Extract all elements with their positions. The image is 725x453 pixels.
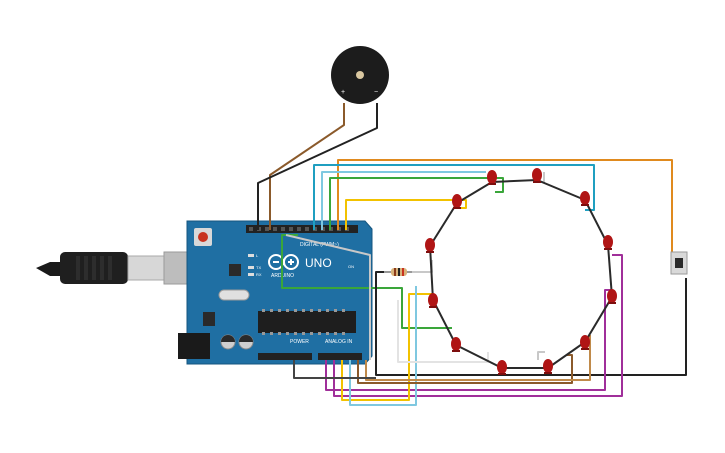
wire-purple-2[interactable] [333, 254, 623, 397]
wire-grey-inner[interactable] [537, 351, 545, 360]
board-model: UNO [305, 256, 332, 270]
led[interactable] [428, 293, 438, 308]
tx-label: TX [256, 265, 261, 270]
usb-chip [229, 264, 241, 276]
atmega-chip [258, 311, 356, 333]
led[interactable] [543, 359, 553, 374]
wire-grey-board[interactable] [285, 234, 371, 360]
led[interactable] [452, 194, 462, 209]
led[interactable] [425, 238, 435, 253]
wire-buzzer-plus[interactable] [269, 103, 345, 230]
wire-grey-box[interactable] [397, 300, 489, 363]
wire-purple-1[interactable] [325, 289, 612, 391]
wire-green-lower[interactable] [281, 234, 452, 329]
analog-header[interactable] [318, 353, 362, 360]
wire-brown-low[interactable] [357, 354, 573, 384]
pushbutton[interactable] [670, 251, 688, 275]
led[interactable] [580, 335, 590, 350]
led-l-label: L [256, 253, 259, 258]
wire-orange-low[interactable] [365, 335, 591, 381]
capacitor-icon [220, 334, 236, 350]
wire-buzzer-minus[interactable] [257, 103, 378, 230]
led[interactable] [497, 360, 507, 375]
resistor[interactable] [384, 268, 412, 276]
power-jack [178, 333, 210, 359]
wire-yellow[interactable] [345, 199, 467, 230]
digital-header[interactable] [246, 225, 358, 233]
led[interactable] [451, 337, 461, 352]
wire-light-blue[interactable] [321, 171, 486, 230]
analog-label: ANALOG IN [325, 339, 353, 345]
wire-orange[interactable] [337, 159, 673, 252]
arduino-uno-board[interactable]: DIGITAL (PWM~) UNO ARDUINO L TX RX ON [178, 220, 373, 365]
power-header[interactable] [258, 353, 312, 360]
crystal [218, 289, 250, 301]
wire-green-top[interactable] [329, 177, 504, 230]
led[interactable] [603, 235, 613, 250]
piezo-buzzer[interactable]: + − [331, 46, 389, 104]
capacitor-icon [238, 334, 254, 350]
buzzer-minus-label: − [374, 89, 378, 96]
led[interactable] [532, 168, 542, 183]
digital-label: DIGITAL (PWM~) [300, 242, 339, 248]
voltage-regulator [203, 312, 215, 326]
on-label: ON [348, 264, 354, 269]
wire-resistor-right[interactable] [412, 260, 433, 273]
buzzer-plus-label: + [341, 89, 345, 96]
usb-cable[interactable] [36, 251, 189, 285]
led[interactable] [487, 170, 497, 185]
led[interactable] [607, 289, 617, 304]
wire-black-ground[interactable] [375, 271, 687, 376]
wire-light-blue-low[interactable] [349, 286, 417, 406]
led[interactable] [580, 191, 590, 206]
wire-dark-grey[interactable] [293, 360, 376, 379]
rx-label: RX [256, 272, 262, 277]
power-label: POWER [290, 339, 309, 345]
